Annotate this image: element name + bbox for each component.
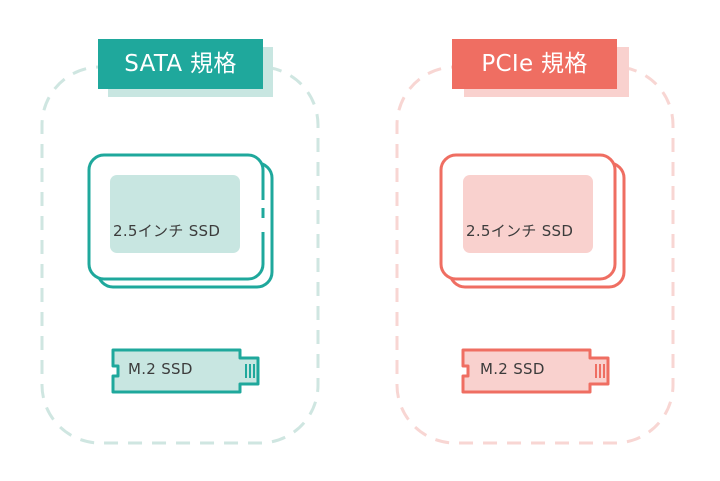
sata-drive-label: 2.5インチ SSD (113, 222, 221, 240)
pcie-drive-label: 2.5インチ SSD (466, 222, 574, 240)
pcie-m2-label: M.2 SSD (480, 360, 545, 378)
pcie-m2-pins (595, 364, 605, 378)
sata-header-badge (98, 39, 263, 89)
sata-group (40, 39, 320, 445)
sata-header-title: SATA 規格 (124, 51, 237, 77)
sata-m2-label: M.2 SSD (128, 360, 193, 378)
sata-drive-label-plate (110, 175, 240, 253)
pcie-drive-label-plate (463, 175, 593, 253)
pcie-group (395, 39, 675, 445)
sata-m2-pins (245, 364, 255, 378)
pcie-header-title: PCIe 規格 (481, 51, 588, 77)
sata-m2-card (111, 348, 260, 394)
pcie-header-badge (452, 39, 617, 89)
pcie-m2-card (461, 348, 610, 394)
